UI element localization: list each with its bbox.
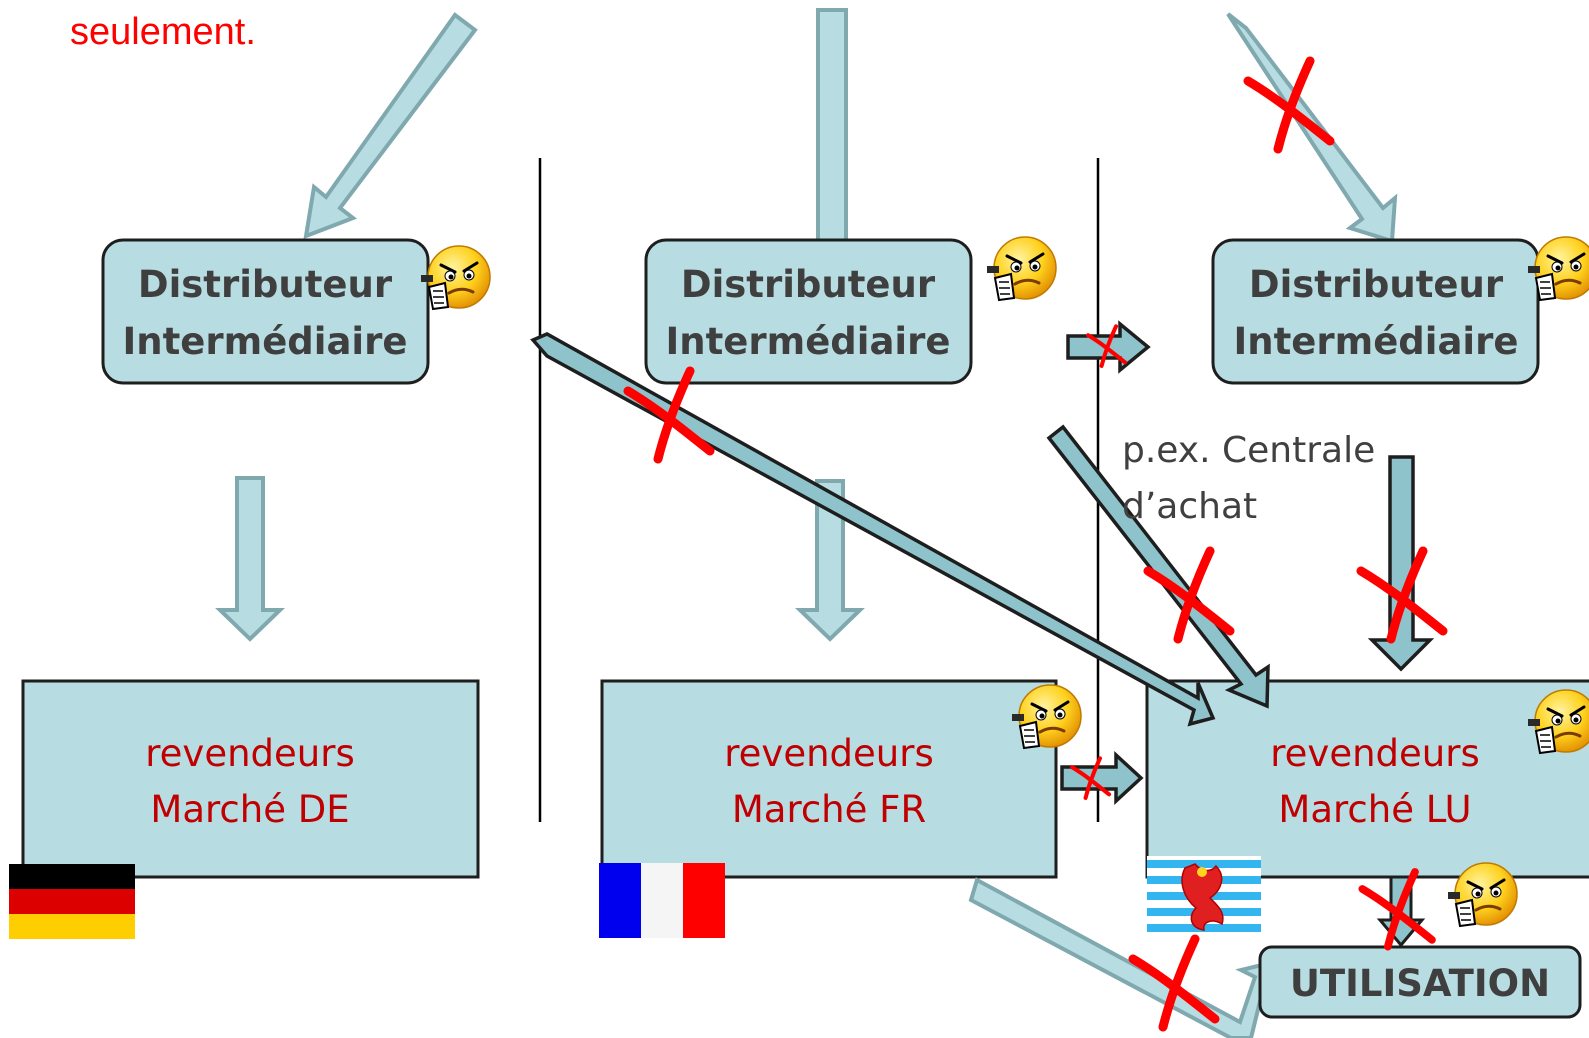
distributor-line1: Distributeur — [681, 263, 936, 306]
market-box-de: revendeurs Marché DE — [21, 679, 480, 879]
utilisation-box: UTILISATION — [1258, 945, 1582, 1019]
market-line1: revendeurs — [145, 732, 354, 775]
distributor-box-de: Distributeur Intermédiaire — [101, 238, 430, 385]
flag-france — [599, 863, 725, 938]
arrow-fr-lu-market — [1060, 751, 1144, 805]
distributor-line2: Intermédiaire — [1234, 320, 1519, 363]
distributor-line2: Intermédiaire — [666, 320, 951, 363]
note-line1: p.ex. Centrale — [1122, 430, 1375, 471]
arrow-down-de — [215, 476, 285, 642]
market-line2: Marché LU — [1278, 788, 1471, 831]
arrow-input-de — [303, 12, 478, 240]
utilisation-label: UTILISATION — [1290, 962, 1550, 1005]
market-box-fr: revendeurs Marché FR — [600, 679, 1058, 879]
angry-thumbs-down-emoji-icon — [985, 235, 1058, 302]
arrow-fr-to-lu — [1046, 424, 1270, 709]
distributor-line1: Distributeur — [1249, 263, 1504, 306]
distributor-line2: Intermédiaire — [123, 320, 408, 363]
market-line2: Marché FR — [732, 788, 926, 831]
header-note: seulement. — [70, 11, 256, 53]
distributor-line1: Distributeur — [138, 263, 393, 306]
market-box-lu: revendeurs Marché LU — [1145, 679, 1589, 879]
flag-germany — [9, 864, 135, 939]
arrow-parallel-import — [530, 332, 1216, 727]
market-line1: revendeurs — [1270, 732, 1479, 775]
red-cross-icon — [1248, 61, 1330, 149]
distributor-box-fr: Distributeur Intermédiaire — [644, 238, 973, 385]
market-line1: revendeurs — [724, 732, 933, 775]
flag-luxembourg — [1147, 856, 1261, 940]
angry-thumbs-down-emoji-icon — [419, 244, 492, 311]
market-line2: Marché DE — [150, 788, 349, 831]
distributor-box-lu: Distributeur Intermédiaire — [1211, 238, 1540, 385]
note-line2: d’achat — [1122, 486, 1257, 527]
arrow-input-fr — [796, 8, 868, 279]
